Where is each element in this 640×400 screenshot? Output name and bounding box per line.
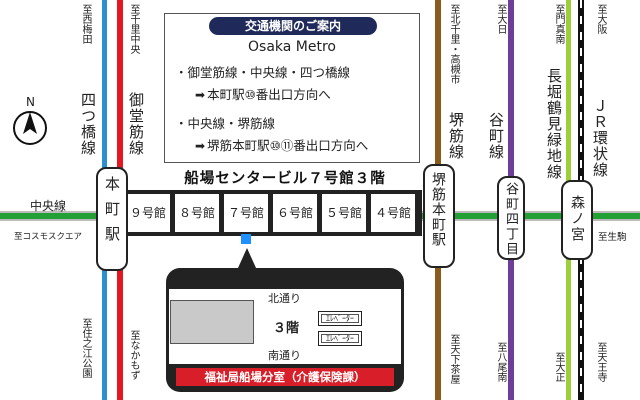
info-direction-1: ➡本町駅⑩番出口方向へ [195, 87, 331, 102]
station-morinomiya-label: 森ノ宮 [569, 195, 585, 243]
info-lines-2: ・中央線・堺筋線 [175, 116, 276, 131]
transport-info-box: 交通機関のご案内 Osaka Metro ・御堂筋線・中央線・四つ橋線 ➡本町駅… [164, 13, 420, 163]
direction-taisho: 至大正 [553, 352, 564, 382]
building-cell-target: ７号館 [224, 194, 268, 232]
station-honmachi [96, 167, 128, 271]
direction-osaka: 至大阪 [595, 4, 606, 34]
direction-yao: 至八尾南 [495, 342, 506, 382]
info-lines-1: ・御堂筋線・中央線・四つ橋線 [175, 65, 351, 80]
station-tanimachi-4chome [497, 176, 525, 260]
direction-cosmosquare: 至コスモスクエア [14, 232, 83, 242]
direction-kadoma: 至門真南 [553, 4, 564, 44]
direction-suminoe: 至住之江公園 [80, 318, 91, 378]
building-cell: ８号館 [175, 194, 219, 232]
line-yotsubashi-label: 四つ橋線 [79, 92, 97, 156]
building-cell: ４号館 [371, 194, 415, 232]
south-street-label: 南通り [268, 349, 301, 362]
line-nagahori-label: 長堀鶴見緑地線 [545, 68, 563, 180]
building-cell: ５号館 [322, 194, 366, 232]
line-jr-label: ＪＲ環状線 [591, 98, 609, 178]
line-tanimachi-label: 谷町線 [487, 112, 505, 160]
info-metro: Osaka Metro [248, 39, 336, 55]
station-morinomiya [561, 180, 593, 260]
compass-label: N [26, 95, 35, 109]
pointer-triangle [238, 248, 256, 268]
info-direction-2: ➡堺筋本町駅⑩⑪番出口方向へ [195, 138, 369, 153]
elevator-icon: ｴﾚﾍﾞｰﾀｰ [318, 311, 362, 326]
direction-tengachaya: 至天下茶屋 [448, 334, 459, 384]
line-midosuji-label: 御堂筋線 [127, 92, 145, 156]
line-sakaisuji-label: 堺筋線 [447, 112, 465, 160]
building-title: 船場センタービル７号館３階 [184, 171, 386, 187]
station-sakaisuji-honmachi-label: 堺筋本町駅 [430, 172, 446, 247]
floor-label: ３階 [273, 321, 300, 336]
floor-plan-block [170, 300, 254, 344]
station-tanimachi-label: 谷町四丁目 [503, 182, 518, 257]
direction-nakamozu: 至なかもず [128, 330, 139, 380]
building-cell: ６号館 [273, 194, 317, 232]
direction-ikoma: 至生駒 [598, 232, 627, 243]
direction-dainichi: 至大日 [495, 4, 506, 34]
arrow-right-icon: ➡ [195, 139, 206, 153]
arrow-right-icon: ➡ [195, 88, 206, 102]
info-title: 交通機関のご案内 [209, 17, 377, 35]
location-marker [241, 234, 251, 244]
direction-kita-senri: 至北千里・高槻市 [448, 4, 459, 84]
direction-senri-chuo: 至千里中央 [128, 4, 139, 54]
elevator-icon: ｴﾚﾍﾞｰﾀｰ [318, 331, 362, 346]
north-street-label: 北通り [268, 292, 301, 305]
office-banner: 福祉局船場分室（介護保険課） [176, 368, 394, 386]
direction-nishi-umeda: 至西梅田 [80, 4, 91, 44]
compass-icon [13, 111, 47, 145]
direction-tennoji: 至天王寺 [595, 342, 606, 382]
line-chuo-label: 中央線 [30, 199, 67, 213]
station-sakaisuji-honmachi [423, 164, 455, 268]
station-honmachi-label: 本町駅 [103, 176, 121, 251]
building-cell: ９号館 [126, 194, 170, 232]
